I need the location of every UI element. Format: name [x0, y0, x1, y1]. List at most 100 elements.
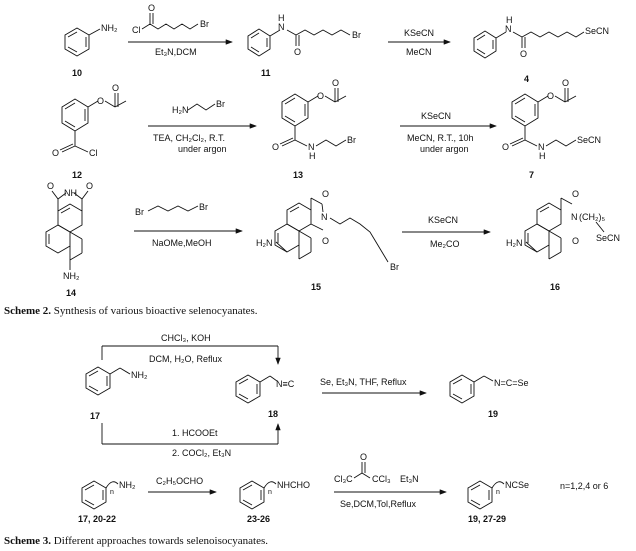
compound-15: N O O H₂N Br 15: [256, 189, 399, 292]
compound-number-16: 16: [550, 282, 560, 292]
svg-text:N: N: [321, 212, 328, 222]
reagent-triphosgene: Cl₃C O CCl₃ Et₃N: [334, 452, 419, 484]
svg-text:C₂H₅OCHO: C₂H₅OCHO: [156, 476, 203, 486]
svg-text:N: N: [538, 142, 545, 152]
compound-19: N=C=Se 19: [449, 374, 529, 419]
scheme3-caption: Scheme 3. Different approaches towards s…: [4, 535, 268, 547]
svg-text:H₂N: H₂N: [172, 105, 189, 115]
compound-number-10: 10: [72, 68, 82, 78]
svg-text:n: n: [268, 489, 272, 496]
compound-number-15: 15: [311, 282, 321, 292]
compound-4: N H O SeCN 4: [473, 15, 609, 84]
n-values-note: n=1,2,4 or 6: [560, 481, 608, 491]
svg-text:O: O: [332, 78, 339, 88]
reagent-acyl-chloride: Cl O Br: [132, 3, 209, 35]
svg-text:SeCN: SeCN: [585, 26, 609, 36]
svg-text:NH: NH: [64, 188, 77, 198]
compound-number-12: 12: [72, 170, 82, 180]
svg-text:H: H: [539, 151, 546, 161]
compound-12: O O O Cl 12: [52, 83, 127, 180]
svg-text:Cl: Cl: [132, 25, 141, 35]
svg-text:H: H: [506, 15, 513, 25]
svg-text:O: O: [572, 189, 579, 199]
svg-text:O: O: [322, 236, 329, 246]
svg-text:Br: Br: [352, 30, 361, 40]
svg-text:O: O: [572, 236, 579, 246]
svg-text:O: O: [502, 142, 509, 152]
svg-text:MeCN: MeCN: [406, 47, 432, 57]
svg-text:(CH₂)₅: (CH₂)₅: [579, 212, 605, 222]
scheme2-caption: Scheme 2. Synthesis of various bioactive…: [4, 305, 258, 317]
reagent-bromoethylamine: H₂N Br: [172, 99, 225, 115]
amine-label: NH₂: [101, 23, 118, 33]
svg-text:O: O: [86, 181, 93, 191]
svg-text:NCSe: NCSe: [505, 480, 529, 490]
svg-text:O: O: [562, 78, 569, 88]
compound-number-23-26: 23-26: [247, 514, 270, 524]
compound-number-19: 19: [488, 409, 498, 419]
reagent-dibromopentane: Br Br: [135, 202, 208, 217]
svg-text:NH₂: NH₂: [63, 271, 80, 281]
svg-text:Br: Br: [390, 262, 399, 272]
compound-number-13: 13: [293, 170, 303, 180]
compound-number-7: 7: [529, 170, 534, 180]
route-b-arrow: 1. HCOOEt 2. COCl₂, Et₃N: [101, 423, 281, 458]
compound-19-27-29: n NCSe 19, 27-29: [467, 480, 529, 524]
compound-11: H N O Br 11: [247, 13, 361, 78]
svg-text:Br: Br: [216, 99, 225, 109]
svg-text:N: N: [308, 142, 315, 152]
compound-7: O O O N H SeCN 7: [502, 78, 601, 180]
svg-text:Se,DCM,Tol,Reflux: Se,DCM,Tol,Reflux: [340, 499, 417, 509]
svg-text:Et₃N: Et₃N: [400, 474, 419, 484]
svg-text:n: n: [496, 489, 500, 496]
svg-text:H: H: [309, 151, 316, 161]
compound-23-26: n NHCHO 23-26: [239, 480, 310, 524]
svg-text:MeCN, R.T., 10h: MeCN, R.T., 10h: [407, 133, 474, 143]
compound-14: NH O O NH₂ 14: [45, 181, 93, 298]
svg-text:N: N: [571, 212, 578, 222]
svg-text:KSeCN: KSeCN: [421, 111, 451, 121]
svg-text:O: O: [97, 96, 104, 106]
svg-text:N: N: [505, 24, 512, 34]
compound-16: O N (CH₂)₅ O H₂N SeCN 16: [506, 189, 620, 292]
compound-number-19-27-29: 19, 27-29: [468, 514, 506, 524]
svg-text:2. COCl₂, Et₃N: 2. COCl₂, Et₃N: [172, 448, 231, 458]
svg-text:SeCN: SeCN: [596, 233, 620, 243]
svg-text:NaOMe,MeOH: NaOMe,MeOH: [152, 238, 212, 248]
svg-text:CCl₃: CCl₃: [372, 474, 391, 484]
svg-text:O: O: [360, 452, 367, 462]
svg-text:Cl₃C: Cl₃C: [334, 474, 353, 484]
svg-text:under argon: under argon: [420, 144, 469, 154]
svg-text:NHCHO: NHCHO: [277, 480, 310, 490]
compound-number-17-20-22: 17, 20-22: [78, 514, 116, 524]
compound-number-17: 17: [90, 411, 100, 421]
svg-text:NH₂: NH₂: [131, 370, 148, 380]
svg-text:Se, Et₃N, THF, Reflux: Se, Et₃N, THF, Reflux: [320, 377, 407, 387]
svg-text:O: O: [47, 181, 54, 191]
svg-text:H₂N: H₂N: [256, 238, 273, 248]
svg-text:O: O: [272, 142, 279, 152]
svg-text:O: O: [322, 189, 329, 199]
svg-text:O: O: [317, 91, 324, 101]
svg-text:O: O: [52, 148, 59, 158]
route-a-arrow: CHCl₃, KOH DCM, H₂O, Reflux: [101, 333, 281, 365]
svg-text:O: O: [547, 91, 554, 101]
svg-text:n: n: [110, 489, 114, 496]
conditions: Et₃N,DCM: [155, 47, 197, 57]
svg-text:N≡C: N≡C: [276, 379, 295, 389]
svg-text:Br: Br: [200, 19, 209, 29]
compound-number-18: 18: [268, 409, 278, 419]
svg-text:Br: Br: [135, 207, 144, 217]
svg-text:O: O: [112, 83, 119, 93]
svg-text:NH₂: NH₂: [119, 480, 136, 490]
svg-text:Me₂CO: Me₂CO: [430, 239, 460, 249]
svg-text:SeCN: SeCN: [577, 135, 601, 145]
compound-17: NH₂ 17: [85, 366, 148, 421]
compound-number-11: 11: [261, 68, 271, 78]
svg-text:O: O: [520, 49, 527, 59]
svg-text:H₂N: H₂N: [506, 238, 523, 248]
svg-text:O: O: [148, 3, 155, 13]
svg-text:under argon: under argon: [178, 144, 227, 154]
svg-text:1. HCOOEt: 1. HCOOEt: [172, 428, 218, 438]
